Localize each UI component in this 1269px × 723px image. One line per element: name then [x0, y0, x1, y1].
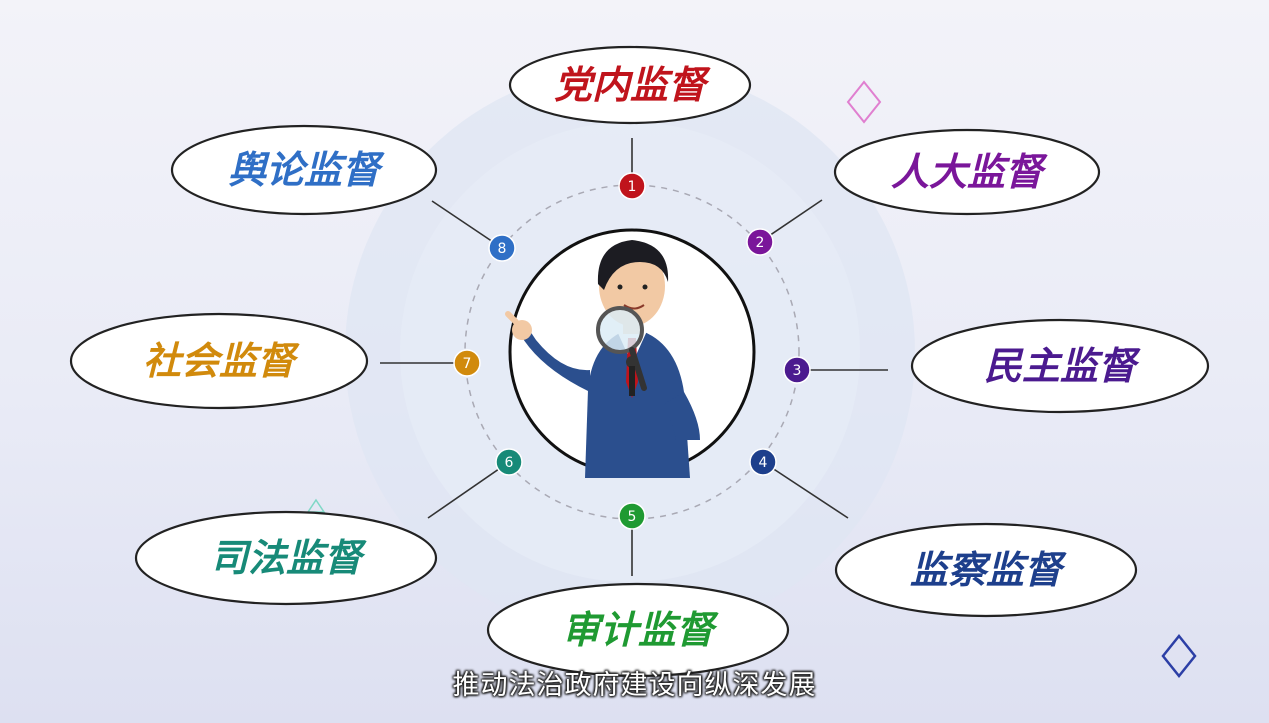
- supervision-node-2: 人大监督 2: [746, 128, 1101, 256]
- connector-line: [427, 461, 510, 519]
- number-badge: [746, 228, 774, 256]
- node-label: 社会监督: [143, 339, 300, 383]
- number-badge: [488, 234, 516, 262]
- number-label: 5: [628, 509, 637, 525]
- label-ellipse: [170, 124, 438, 216]
- number-label: 3: [793, 363, 802, 379]
- number-badge: [618, 502, 646, 530]
- center-portrait: [505, 228, 756, 478]
- sparkle-icon: [1161, 633, 1197, 679]
- node-label: 人大监督: [891, 150, 1048, 194]
- sparkle-icon: [306, 498, 326, 513]
- node-label: 党内监督: [554, 63, 711, 107]
- number-badge: [453, 349, 481, 377]
- number-badge: [618, 172, 646, 200]
- label-ellipse: [834, 522, 1138, 618]
- number-label: 1: [628, 179, 637, 195]
- supervision-node-8: 舆论监督 8: [170, 124, 516, 262]
- sparkle-icon: [846, 80, 882, 124]
- supervision-node-4: 监察监督 4: [749, 448, 1138, 618]
- number-label: 8: [498, 241, 507, 257]
- number-label: 7: [463, 356, 472, 372]
- label-ellipse: [134, 510, 438, 606]
- connector-line: [762, 461, 849, 519]
- label-ellipse: [508, 45, 752, 125]
- label-ellipse: [486, 582, 790, 678]
- node-label: 审计监督: [562, 608, 719, 652]
- connector-line: [431, 200, 503, 249]
- number-badge: [749, 448, 777, 476]
- number-badge: [783, 356, 811, 384]
- supervision-node-1: 党内监督 1: [508, 45, 752, 200]
- supervision-node-7: 社会监督 7: [69, 312, 481, 410]
- label-ellipse: [69, 312, 369, 410]
- supervision-node-6: 司法监督 6: [134, 448, 523, 606]
- subtitle-caption: 推动法治政府建设向纵深发展: [452, 670, 817, 701]
- label-ellipse: [833, 128, 1101, 216]
- node-label: 舆论监督: [228, 148, 385, 192]
- label-ellipse: [910, 318, 1210, 414]
- number-label: 6: [505, 455, 514, 471]
- supervision-node-3: 民主监督 3: [783, 318, 1210, 414]
- dashed-ring: [464, 184, 800, 520]
- node-label: 民主监督: [984, 344, 1141, 388]
- number-label: 2: [756, 235, 765, 251]
- node-label: 司法监督: [210, 536, 367, 580]
- node-label: 监察监督: [910, 548, 1067, 592]
- number-badge: [495, 448, 523, 476]
- number-label: 4: [759, 455, 768, 471]
- supervision-node-5: 审计监督 5: [486, 502, 790, 678]
